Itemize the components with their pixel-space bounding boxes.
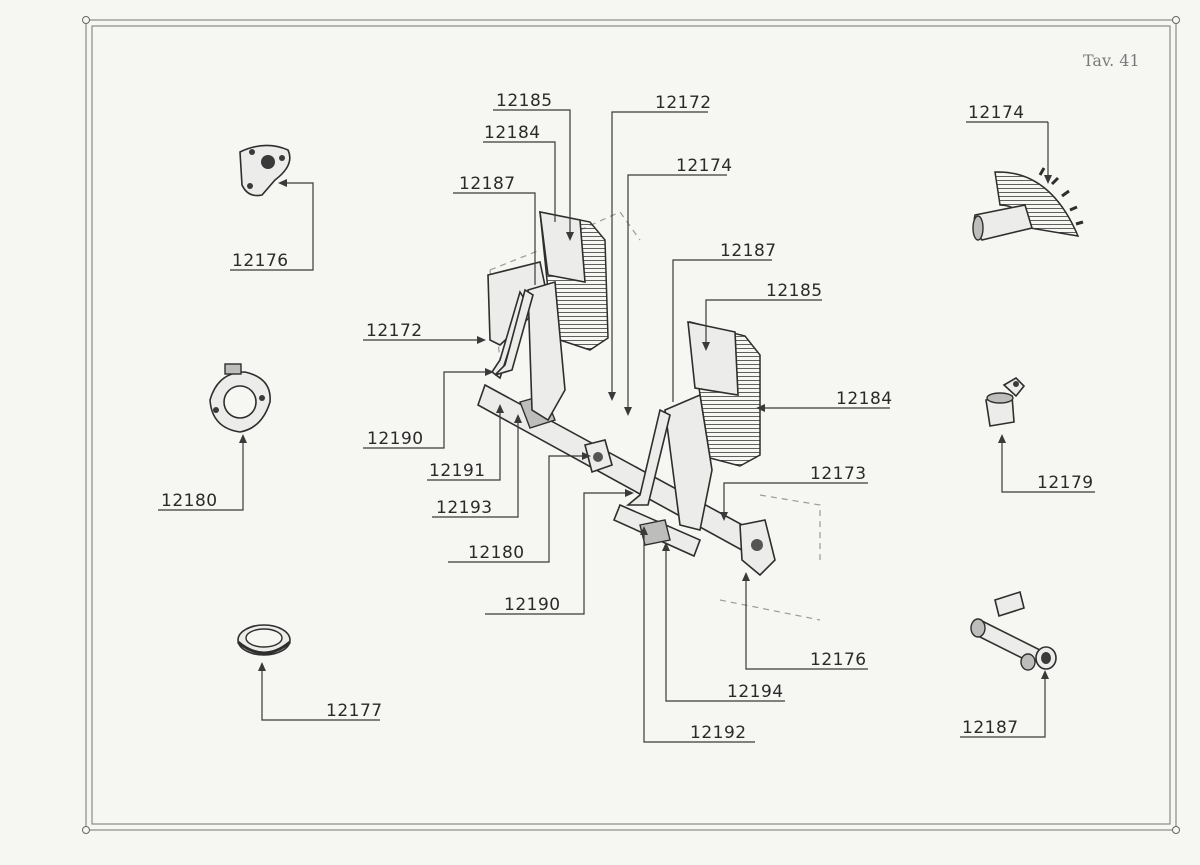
callout-12193: 12193 — [436, 498, 493, 518]
part-clamp-12180-illustration — [209, 363, 271, 433]
callout-12187: 12187 — [459, 174, 516, 194]
callout-12184: 12184 — [484, 123, 541, 143]
callout-12179: 12179 — [1037, 473, 1094, 493]
callout-12172: 12172 — [366, 321, 423, 341]
callout-labels: 12185 12172 12184 12174 12187 12174 1217… — [161, 91, 1094, 743]
callout-12173: 12173 — [810, 464, 867, 484]
plate-number: Tav. 41 — [1083, 51, 1140, 70]
part-sector-12174-illustration — [972, 167, 1084, 241]
part-nipple-12179-illustration — [985, 376, 1026, 427]
callout-12185: 12185 — [496, 91, 553, 111]
callout-12176: 12176 — [810, 650, 867, 670]
callout-12180: 12180 — [161, 491, 218, 511]
callout-12185: 12185 — [766, 281, 823, 301]
callout-12191: 12191 — [429, 461, 486, 481]
part-ring-12177-illustration — [237, 624, 291, 656]
callout-12187: 12187 — [720, 241, 777, 261]
part-tube-12187-illustration — [970, 590, 1057, 671]
leader-arrowheads — [239, 175, 1052, 679]
callout-12190: 12190 — [367, 429, 424, 449]
leader-lines — [158, 109, 1095, 743]
callout-12177: 12177 — [326, 701, 383, 721]
callout-12174: 12174 — [968, 103, 1025, 123]
callout-12180: 12180 — [468, 543, 525, 563]
pedal-assembly-illustration — [477, 210, 821, 621]
callout-12184: 12184 — [836, 389, 893, 409]
callout-12190: 12190 — [504, 595, 561, 615]
callout-12192: 12192 — [690, 723, 747, 743]
callout-12187: 12187 — [962, 718, 1019, 738]
callout-12172: 12172 — [655, 93, 712, 113]
callout-12176: 12176 — [232, 251, 289, 271]
plate-border — [82, 16, 1180, 834]
part-flange-12176-illustration — [239, 144, 291, 197]
callout-12174: 12174 — [676, 156, 733, 176]
callout-12194: 12194 — [727, 682, 784, 702]
